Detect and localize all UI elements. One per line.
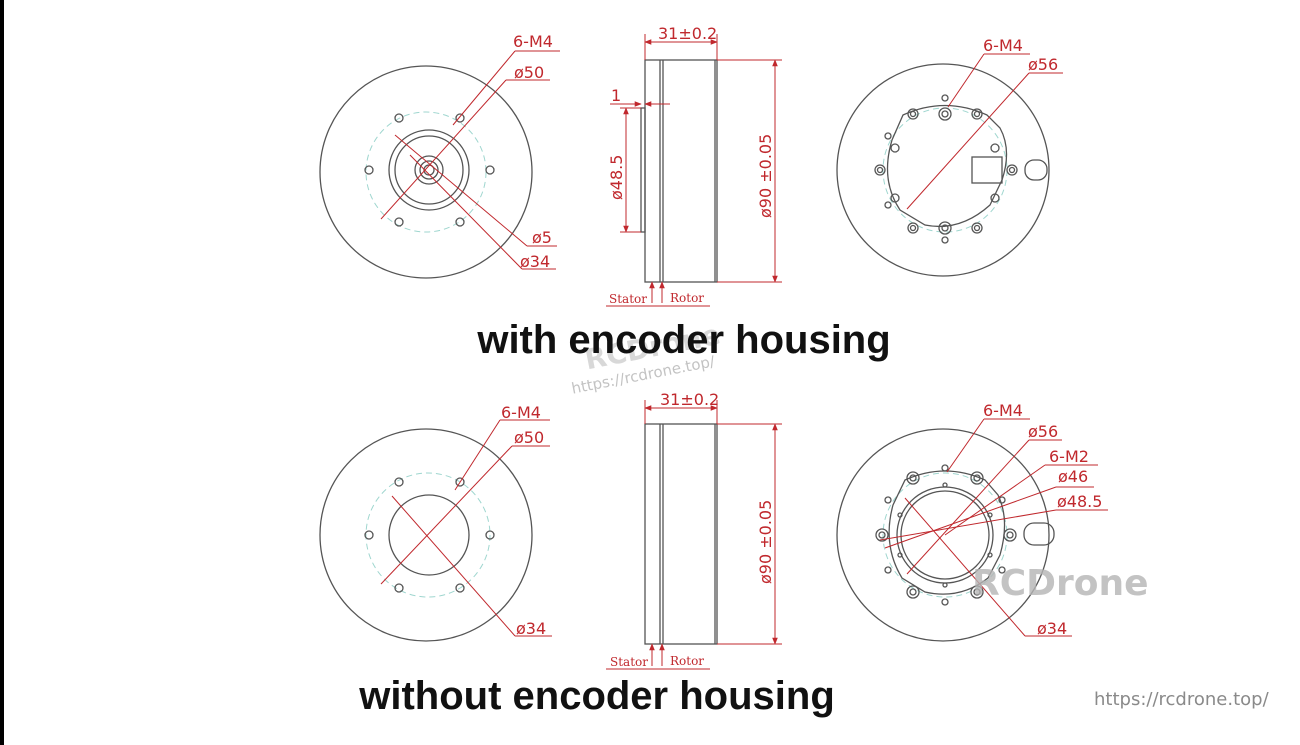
top-side-stator-label: Stator	[609, 292, 647, 306]
top-front-holes-label: 6-M4	[513, 32, 553, 51]
top-front-view	[319, 65, 533, 279]
bottom-back-d485-label: ø48.5	[1057, 492, 1102, 511]
watermark-url-bottom-right: https://rcdrone.top/	[1094, 689, 1269, 710]
bottom-side-width-label: 31±0.2	[660, 390, 719, 409]
bottom-front-holes-label: 6-M4	[501, 403, 541, 422]
top-side-rotor-label: Rotor	[670, 291, 704, 305]
top-side-inner-dia-label: ø48.5	[607, 155, 626, 200]
caption-without-encoder: without encoder housing	[359, 674, 835, 718]
top-front-pcd-label: ø50	[514, 63, 544, 82]
bottom-back-pcd-label: ø56	[1028, 422, 1058, 441]
bottom-front-inner-label: ø34	[516, 619, 546, 638]
bottom-side-view	[644, 423, 718, 645]
top-side-view	[640, 59, 718, 283]
top-front-shaft-label: ø5	[532, 228, 552, 247]
top-back-view	[836, 63, 1050, 277]
top-front-inner-label: ø34	[520, 252, 550, 271]
bottom-back-dims	[879, 418, 1108, 637]
bottom-back-d46-label: ø46	[1058, 467, 1088, 486]
bottom-front-view	[319, 428, 533, 642]
bottom-side-stator-label: Stator	[610, 655, 648, 669]
left-edge-bar	[0, 0, 4, 745]
bottom-front-dims	[380, 419, 552, 637]
top-side-outer-dia-label: ø90 ±0.05	[756, 134, 775, 218]
top-side-width-label: 31±0.2	[658, 24, 717, 43]
bottom-side-dims	[606, 400, 782, 670]
bottom-back-holes2-label: 6-M2	[1049, 447, 1089, 466]
top-back-pcd-label: ø56	[1028, 55, 1058, 74]
top-back-holes-label: 6-M4	[983, 36, 1023, 55]
bottom-front-pcd-label: ø50	[514, 428, 544, 447]
bottom-back-holes-label: 6-M4	[983, 401, 1023, 420]
bottom-back-view	[836, 428, 1055, 642]
bottom-side-rotor-label: Rotor	[670, 654, 704, 668]
top-side-step-label: 1	[611, 86, 621, 105]
bottom-back-inner-label: ø34	[1037, 619, 1067, 638]
top-front-dims	[380, 50, 560, 270]
bottom-side-outer-dia-label: ø90 ±0.05	[756, 500, 775, 584]
top-side-dims	[606, 34, 782, 307]
caption-with-encoder: with encoder housing	[477, 318, 891, 362]
top-back-dims	[906, 53, 1063, 210]
watermark-name-bottom-right: RCDrone	[972, 563, 1149, 604]
